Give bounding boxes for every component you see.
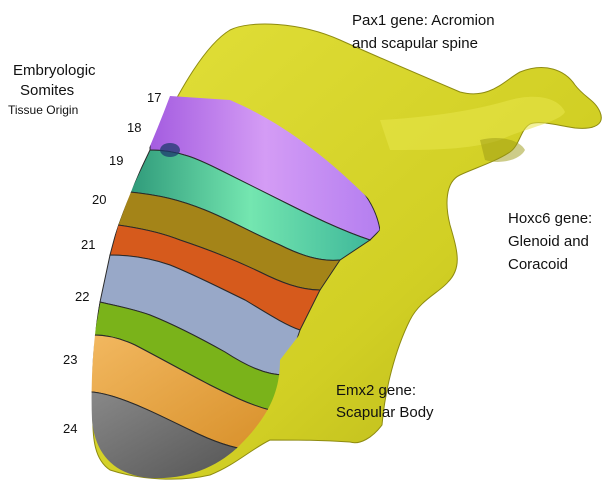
emx2-label-line-2: Scapular Body (336, 404, 434, 422)
hoxc6-label-line-2: Glenoid and (508, 233, 589, 251)
somite-number-21: 21 (81, 237, 95, 252)
pax1-label-line-1: Pax1 gene: Acromion (352, 12, 495, 30)
somite-number-22: 22 (75, 289, 89, 304)
title-line-2: Somites (20, 82, 74, 100)
somite-number-20: 20 (92, 192, 106, 207)
somite-number-19: 19 (109, 153, 123, 168)
somite-number-18: 18 (127, 120, 141, 135)
pax1-label-line-2: and scapular spine (352, 35, 478, 53)
emx2-label-line-1: Emx2 gene: (336, 382, 416, 400)
hoxc6-label-line-3: Coracoid (508, 256, 568, 274)
somite-number-23: 23 (63, 352, 77, 367)
title-line-3: Tissue Origin (8, 103, 78, 118)
title-line-1: Embryologic (13, 62, 96, 80)
somite-number-24: 24 (63, 421, 77, 436)
hoxc6-label-line-1: Hoxc6 gene: (508, 210, 592, 228)
dark-spot (160, 143, 180, 157)
somite-number-17: 17 (147, 90, 161, 105)
